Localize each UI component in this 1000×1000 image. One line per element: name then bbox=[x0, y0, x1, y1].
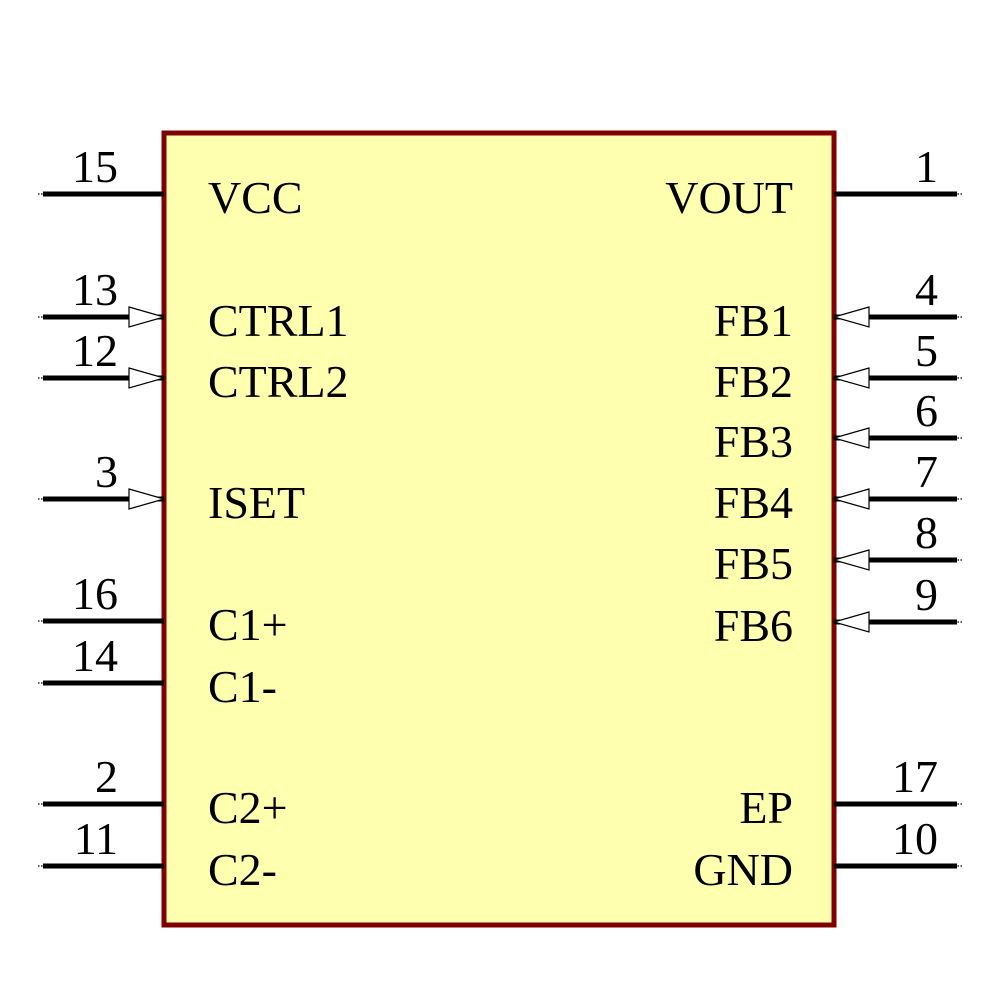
pin-11-number: 11 bbox=[74, 813, 118, 864]
pin-9-input-arrow bbox=[831, 611, 870, 633]
pin-4-name: FB1 bbox=[714, 295, 793, 346]
pin-13-input-arrow bbox=[128, 306, 167, 328]
pin-13-number: 13 bbox=[72, 264, 118, 315]
pin-2: 2C2+ bbox=[38, 751, 288, 833]
pin-3-number: 3 bbox=[95, 446, 118, 497]
pin-8-number: 8 bbox=[915, 507, 938, 558]
pin-5-number: 5 bbox=[915, 325, 938, 376]
component-body bbox=[161, 130, 837, 928]
pin-15-name: VCC bbox=[208, 172, 303, 223]
pin-12-input-arrow bbox=[128, 367, 167, 389]
pin-6-name: FB3 bbox=[714, 416, 793, 467]
pin-12-number: 12 bbox=[72, 325, 118, 376]
pin-14-number: 14 bbox=[72, 630, 118, 681]
pin-1-number: 1 bbox=[915, 141, 938, 192]
pin-15-number: 15 bbox=[72, 141, 118, 192]
pin-3-input-arrow bbox=[128, 488, 167, 510]
pin-6-number: 6 bbox=[915, 385, 938, 436]
pin-13-name: CTRL1 bbox=[208, 295, 349, 346]
pin-17-name: EP bbox=[739, 782, 793, 833]
pin-12-name: CTRL2 bbox=[208, 356, 349, 407]
pin-9-number: 9 bbox=[915, 569, 938, 620]
left-pins: 15VCC13CTRL112CTRL23ISET16C1+14C1-2C2+11… bbox=[38, 141, 349, 895]
pin-8-input-arrow bbox=[831, 549, 870, 571]
pin-14-name: C1- bbox=[208, 661, 277, 712]
pin-8-name: FB5 bbox=[714, 538, 793, 589]
pin-2-number: 2 bbox=[95, 751, 118, 802]
pin-2-name: C2+ bbox=[208, 782, 288, 833]
pin-7-input-arrow bbox=[831, 488, 870, 510]
pin-7-number: 7 bbox=[915, 446, 938, 497]
pin-6-input-arrow bbox=[831, 427, 870, 449]
pin-7-name: FB4 bbox=[714, 477, 793, 528]
pin-1-name: VOUT bbox=[665, 172, 793, 223]
pin-11-name: C2- bbox=[208, 844, 277, 895]
pin-4-number: 4 bbox=[915, 264, 938, 315]
pin-16-number: 16 bbox=[72, 568, 118, 619]
pin-9-name: FB6 bbox=[714, 600, 793, 651]
pin-5-name: FB2 bbox=[714, 356, 793, 407]
pin-10-name: GND bbox=[693, 844, 793, 895]
pin-4-input-arrow bbox=[831, 306, 870, 328]
pin-3-name: ISET bbox=[208, 477, 305, 528]
pin-17-number: 17 bbox=[892, 751, 938, 802]
pin-5-input-arrow bbox=[831, 367, 870, 389]
pin-10-number: 10 bbox=[892, 813, 938, 864]
pin-16-name: C1+ bbox=[208, 599, 288, 650]
